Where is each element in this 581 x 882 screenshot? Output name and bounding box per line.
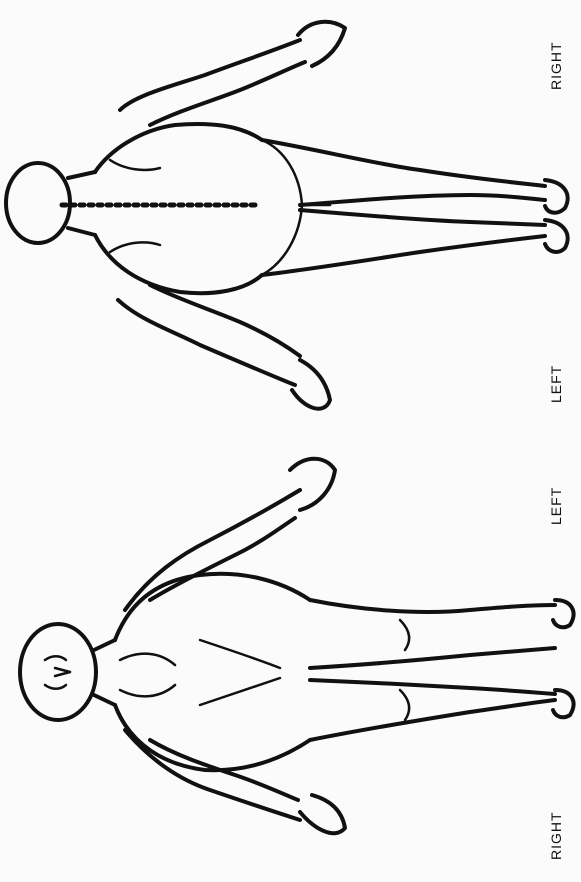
back-right-arm	[120, 40, 305, 125]
front-right-label: RIGHT	[548, 811, 564, 860]
front-chest	[120, 654, 175, 697]
back-torso	[95, 124, 262, 293]
front-left-leg	[310, 600, 555, 668]
back-left-hand	[292, 360, 330, 409]
front-face	[45, 656, 70, 689]
front-right-leg	[310, 680, 555, 740]
front-torso	[115, 574, 310, 770]
front-abdomen	[200, 640, 280, 705]
front-left-hand	[290, 459, 335, 510]
front-knees	[400, 620, 409, 720]
front-view-figure	[20, 459, 574, 833]
back-buttocks	[262, 140, 330, 275]
back-view-figure	[6, 22, 568, 409]
back-left-leg	[262, 210, 545, 275]
back-head	[6, 163, 70, 243]
back-right-label: RIGHT	[548, 41, 564, 90]
front-head	[20, 624, 96, 720]
back-left-arm	[118, 285, 300, 385]
back-feet	[545, 180, 568, 252]
front-left-label: LEFT	[548, 487, 564, 525]
back-right-leg	[262, 140, 545, 205]
back-right-hand	[298, 22, 345, 66]
back-left-label: LEFT	[548, 365, 564, 403]
front-right-hand	[300, 795, 345, 833]
front-right-arm	[125, 730, 300, 820]
